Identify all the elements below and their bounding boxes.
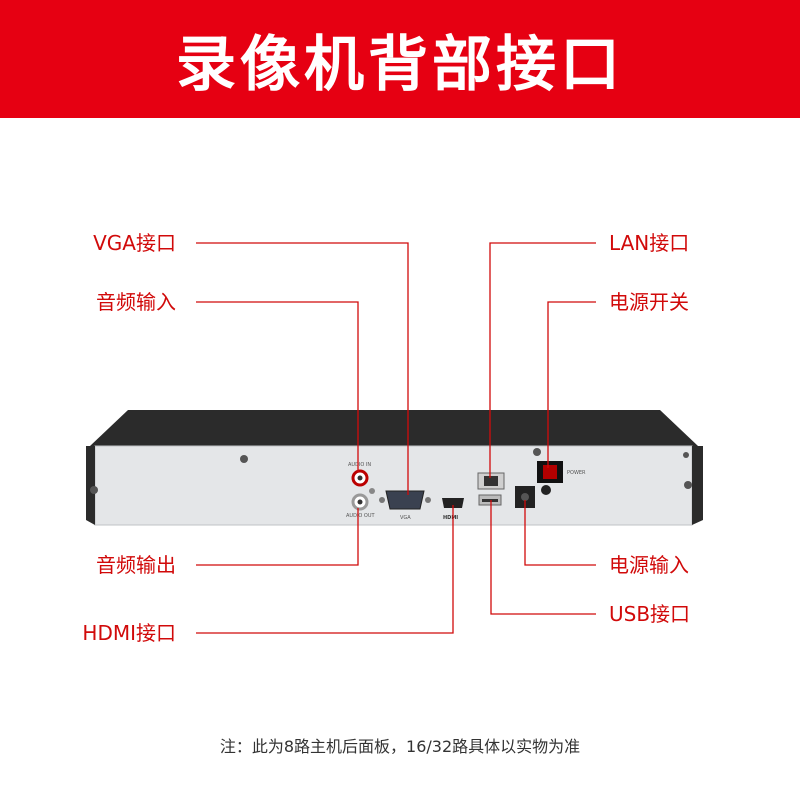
- usb-callout-line: [490, 500, 596, 615]
- power-input-callout-line: [524, 500, 596, 566]
- audio-out-silkscreen: AUDIO OUT: [346, 513, 376, 519]
- hdmi-callout-line: [196, 505, 454, 634]
- screw-icon: [684, 481, 692, 489]
- power-switch-label: 电源开关: [609, 290, 689, 314]
- device-top-lid: [90, 410, 698, 446]
- footer-note: 注：此为8路主机后面板，16/32路具体以实物为准: [219, 737, 581, 756]
- vga-callout-line: [196, 242, 409, 495]
- hdmi-silkscreen: HDMI: [443, 515, 458, 521]
- hdmi-port: [442, 498, 464, 508]
- hdmi-label: HDMI接口: [82, 621, 176, 645]
- audio-out-label: 音频输出: [96, 553, 176, 577]
- title-banner: 录像机背部接口: [0, 0, 800, 118]
- power-switch-callout-line: [547, 301, 596, 468]
- vga-port: [385, 490, 425, 510]
- power-input-label: 电源输入: [609, 553, 689, 577]
- lan-label: LAN接口: [609, 231, 690, 255]
- vga-label: VGA接口: [93, 231, 176, 255]
- lan-callout-line: [489, 242, 596, 478]
- screw-icon: [90, 486, 98, 494]
- vga-silkscreen: VGA: [400, 515, 411, 521]
- device-left-flange: [86, 446, 95, 525]
- audio-in-label: 音频输入: [96, 290, 176, 314]
- page-title: 录像机背部接口: [176, 29, 624, 100]
- audio-in-callout-line: [196, 301, 359, 472]
- power-silkscreen: POWER: [567, 470, 586, 476]
- screw-icon: [533, 448, 541, 456]
- screw-icon: [683, 452, 689, 458]
- usb-label: USB接口: [609, 602, 691, 626]
- screw-icon: [240, 455, 248, 463]
- device-right-flange: [692, 446, 703, 525]
- audio-out-callout-line: [196, 508, 359, 566]
- audio-in-silkscreen: AUDIO IN: [348, 462, 371, 468]
